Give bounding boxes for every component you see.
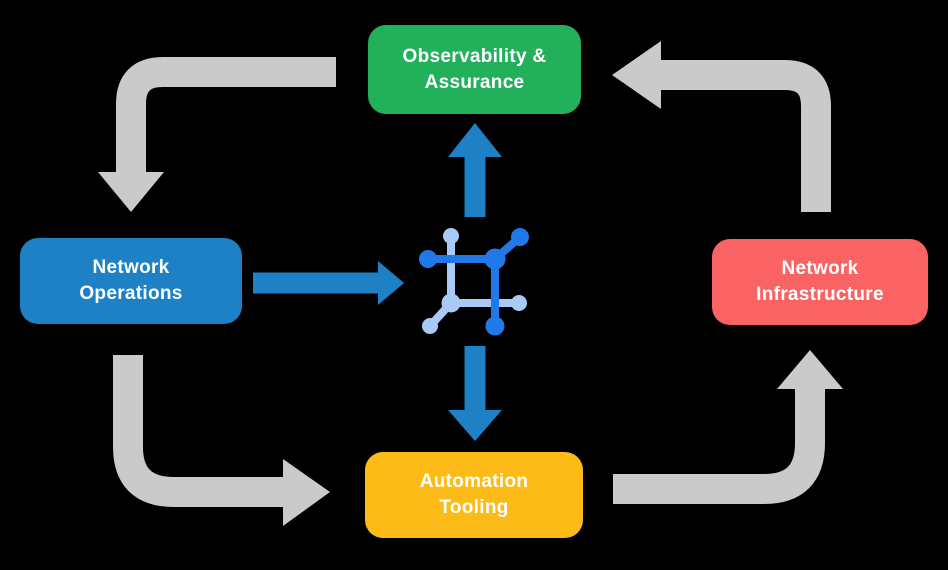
flow-arrow-operations-to-center (253, 261, 404, 305)
flow-arrow-center-to-observability (448, 123, 502, 217)
arrow-head-up (777, 350, 843, 389)
cycle-arrow-infrastructure-to-observability (612, 41, 831, 212)
icon-dark-node-top-right (511, 228, 529, 246)
icon-dark-corner-node (484, 248, 506, 270)
node-automation-tooling: Automation Tooling (365, 452, 583, 538)
icon-light-node-top (443, 228, 459, 244)
node-label-line2: Operations (79, 283, 183, 304)
icon-dark-node-left (419, 250, 437, 268)
cycle-arrow-automation-to-infrastructure (613, 350, 843, 504)
node-network-infrastructure: Network Infrastructure (712, 239, 928, 325)
arrow-head-up (448, 123, 502, 157)
icon-light-node-bottom-left (422, 318, 438, 334)
arrow-head-right (378, 261, 404, 305)
node-label-line1: Automation (419, 471, 529, 492)
arrow-head-left (612, 41, 661, 109)
arrow-shaft (659, 60, 831, 212)
node-label-line2: Assurance (424, 71, 525, 93)
node-label-line1: Observability & (402, 45, 547, 67)
cycle-arrow-observability-to-operations (98, 57, 336, 212)
node-label-line2: Infrastructure (756, 284, 884, 305)
flow-arrow-center-to-automation (448, 346, 502, 441)
icon-dark-node-bottom (485, 316, 505, 336)
icon-light-node-right (511, 295, 527, 311)
node-observability-assurance: Observability & Assurance (368, 25, 581, 114)
arrow-shaft (113, 355, 284, 507)
icon-light-corner-node (441, 293, 461, 313)
arrow-head-right (283, 459, 330, 526)
network-core-icon (419, 228, 529, 336)
node-network-operations: Network Operations (20, 238, 242, 324)
node-label-line1: Network (92, 257, 170, 278)
node-label-line1: Network (781, 258, 859, 279)
cycle-arrow-operations-to-automation (113, 355, 330, 526)
arrow-shaft (116, 57, 336, 174)
arrow-head-down (98, 172, 164, 212)
arrow-head-down (448, 410, 502, 441)
arrow-shaft (613, 389, 825, 504)
node-label-line2: Tooling (439, 497, 509, 518)
